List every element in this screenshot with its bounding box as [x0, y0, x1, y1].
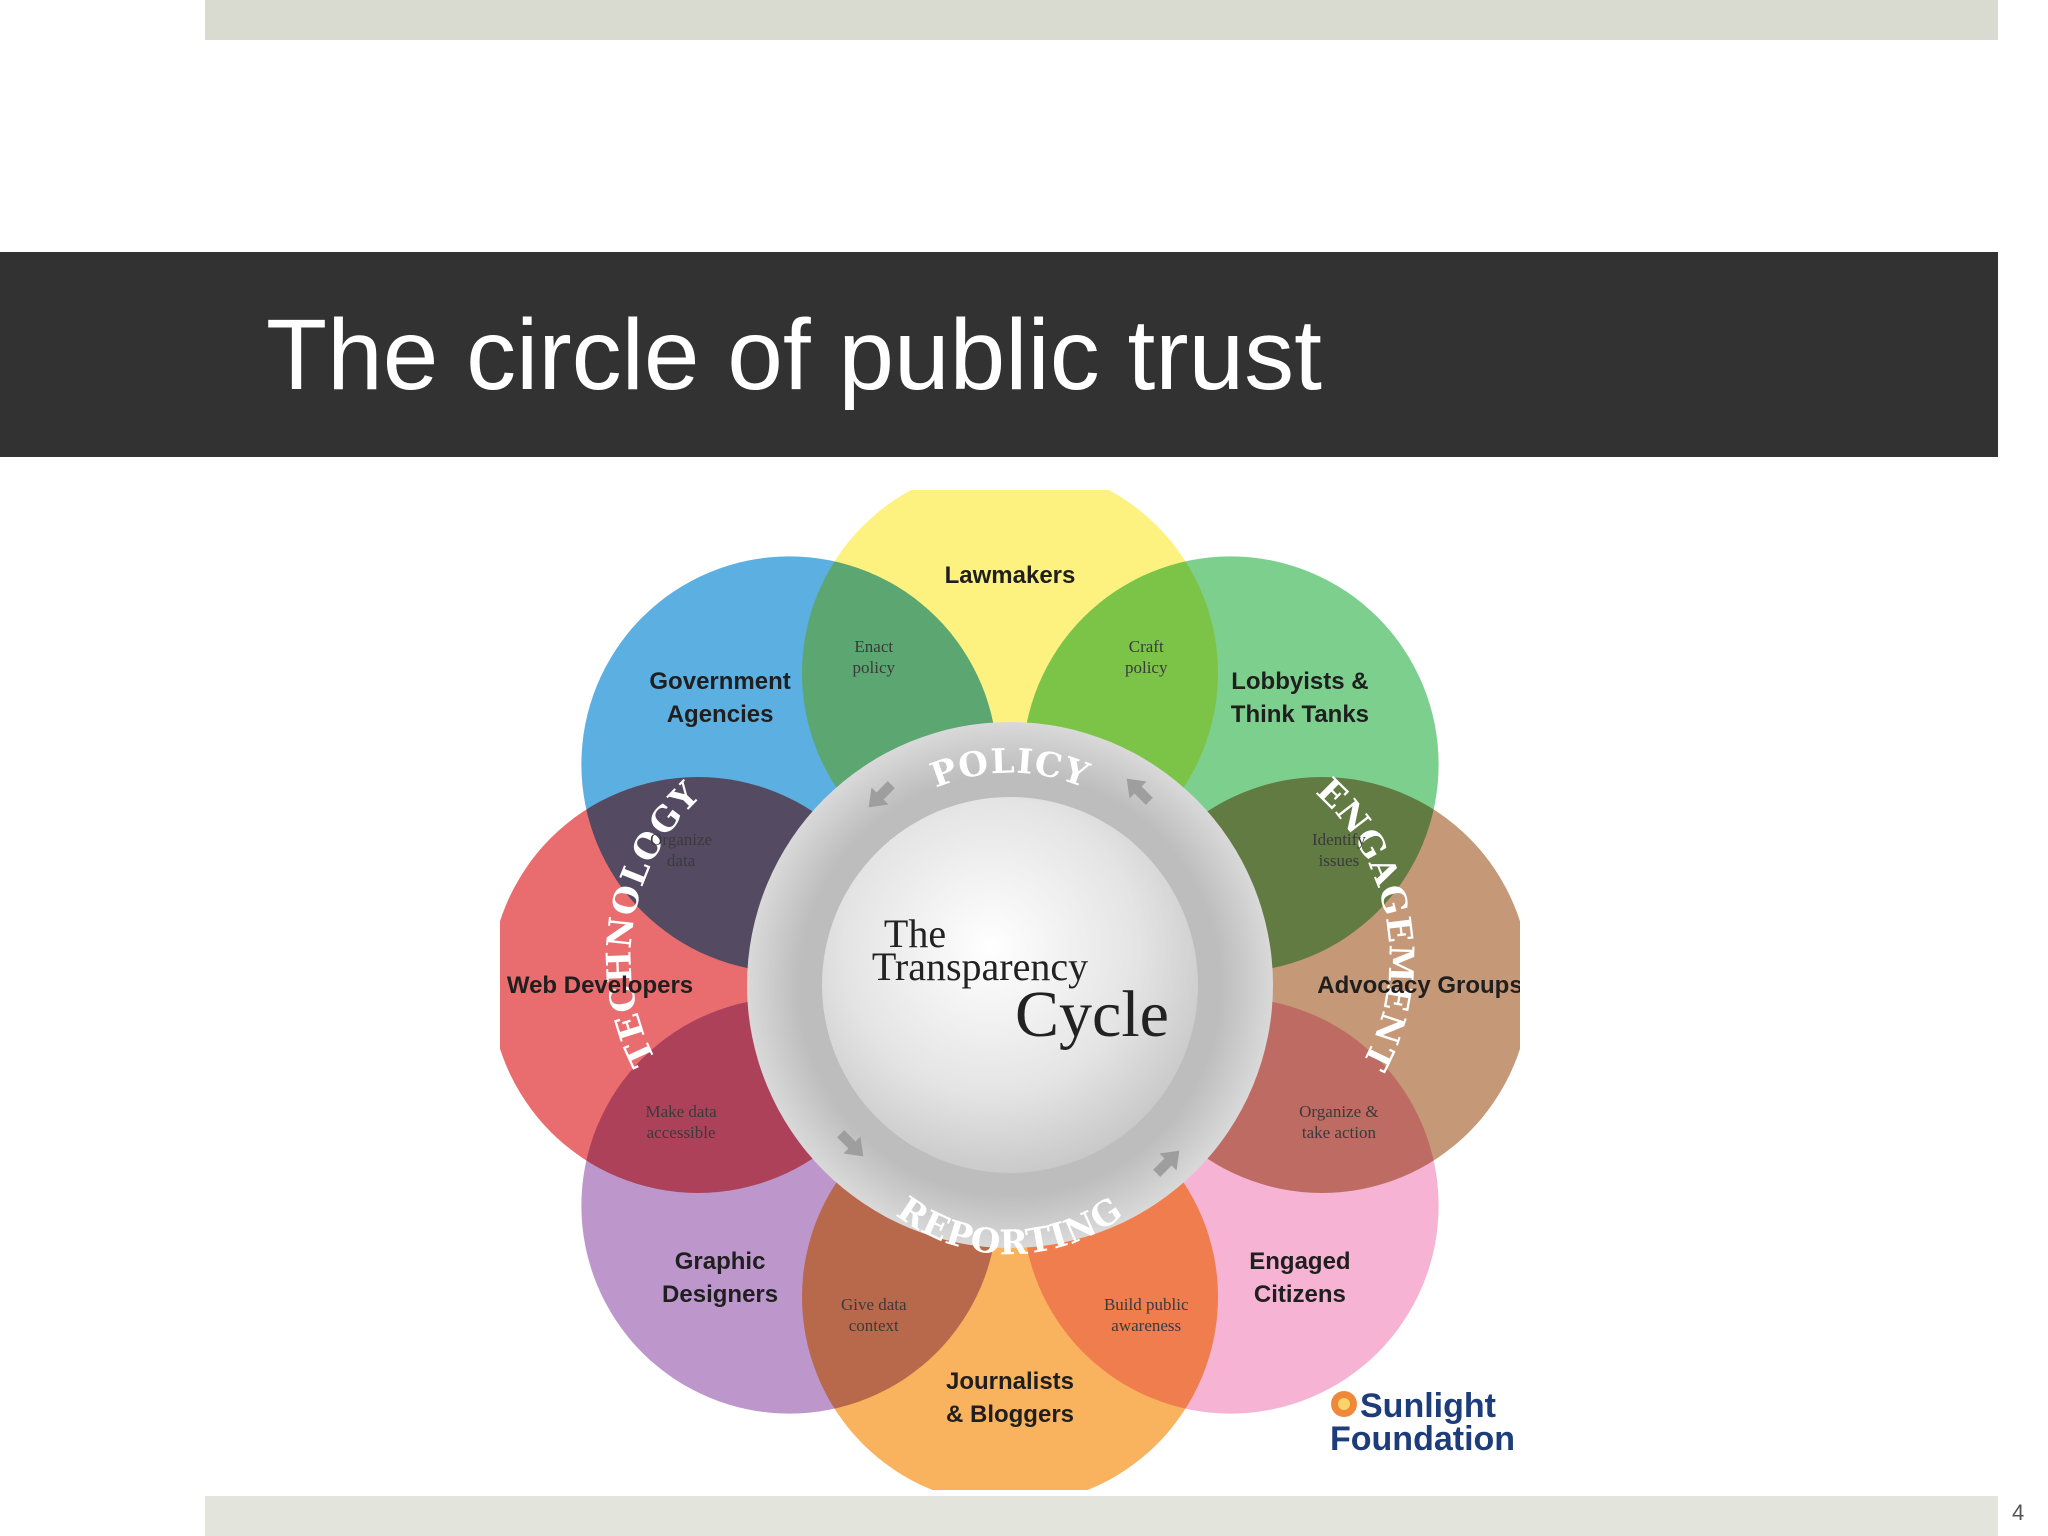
group-label-journalists: Journalists& Bloggers [946, 1368, 1074, 1428]
group-label-webdevs: Web Developers [507, 972, 693, 999]
title-bar [0, 252, 1998, 457]
action-label: Organize &take action [1299, 1102, 1378, 1142]
top-band [205, 0, 1998, 40]
center-disc [822, 797, 1198, 1173]
slide-title: The circle of public trust [266, 299, 1322, 411]
group-label-lobbyists: Lobbyists &Think Tanks [1231, 668, 1369, 728]
center-title-line3: Cycle [1015, 978, 1169, 1051]
group-label-lawmakers: Lawmakers [945, 562, 1076, 589]
center-title-line2: Transparency [872, 944, 1088, 989]
logo-line1: Sunlight [1360, 1387, 1496, 1425]
cycle-arrows [837, 778, 1180, 1177]
center-title-line1: The [884, 911, 946, 956]
arrow-icon [1126, 778, 1153, 805]
logo-line2: Foundation [1330, 1420, 1515, 1458]
transparency-cycle-diagram: POLICY ENGAGEMENT REPORTING TECHNOLOGY T… [500, 490, 1520, 1490]
group-label-advocacy: Advocacy Groups [1317, 972, 1520, 999]
arrow-icon [837, 1130, 864, 1157]
page-number: 4 [2012, 1500, 2025, 1525]
arrow-icon [1153, 1150, 1180, 1177]
bottom-band [205, 1496, 1998, 1536]
arrow-icon [868, 781, 895, 808]
sunlight-logo: Sunlight Foundation [1330, 1387, 1515, 1458]
